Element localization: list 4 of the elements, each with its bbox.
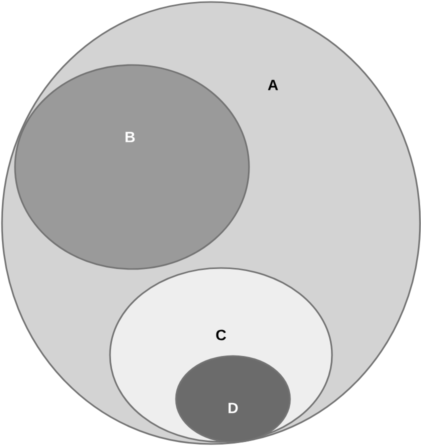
set-label: A: [268, 80, 278, 90]
set-label: B: [126, 132, 135, 142]
set-label: D: [228, 402, 238, 414]
set-label: C: [216, 330, 226, 340]
